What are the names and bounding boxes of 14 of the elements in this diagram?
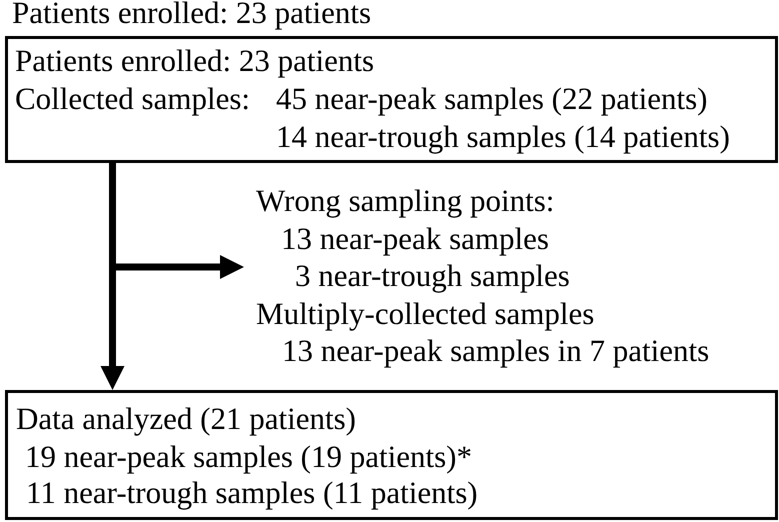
box-text: 11 near-trough samples (11 patients) <box>26 475 478 511</box>
process-box <box>5 390 778 520</box>
note-text: 3 near-trough samples <box>295 257 570 294</box>
box-text: 45 near-peak samples (22 patients) <box>276 81 708 117</box>
note-text: 13 near-peak samples in 7 patients <box>282 332 710 370</box>
note-text: 13 near-peak samples <box>281 220 549 257</box>
note-text: Multiply-collected samples <box>256 294 594 332</box>
box-text: Collected samples: <box>15 81 250 117</box>
process-box <box>5 36 778 163</box>
note-text: Wrong sampling points: <box>256 182 554 220</box>
box-text: Data analyzed (21 patients) <box>16 401 356 437</box>
box-text: Patients enrolled: 23 patients <box>15 43 374 79</box>
box-text: 19 near-peak samples (19 patients)* <box>25 439 472 475</box>
box-text: 14 near-trough samples (14 patients) <box>276 119 730 155</box>
